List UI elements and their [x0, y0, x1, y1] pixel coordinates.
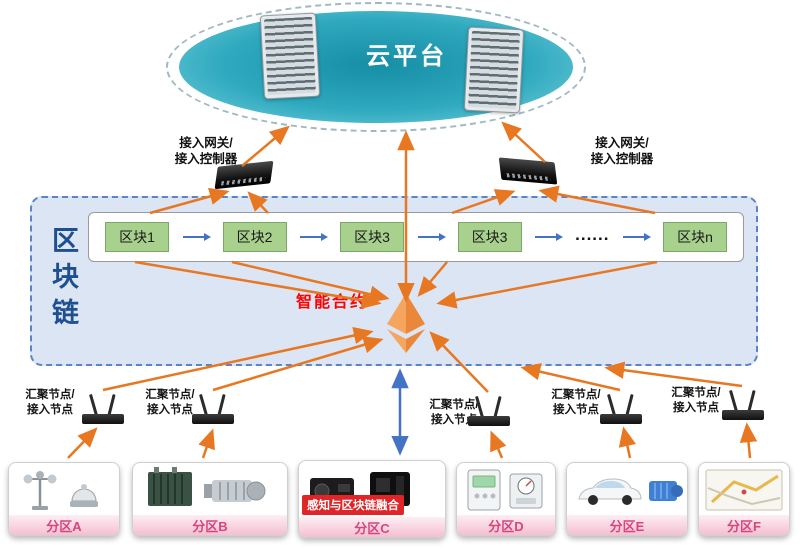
block-arrow-icon	[182, 235, 209, 239]
block-arrow-icon	[417, 235, 444, 239]
partition-label: 分区D	[457, 515, 555, 535]
partition-label: 分区B	[133, 515, 287, 535]
partition-label: 分区C	[299, 517, 445, 537]
partition-card-b: 分区B	[132, 462, 288, 536]
smart-contract-label: 智能合约	[296, 294, 369, 311]
fusion-banner: 感知与区块链融合	[302, 495, 404, 515]
router-icon	[598, 390, 644, 426]
server-rack-icon	[463, 26, 525, 114]
aggregation-node-label: 汇聚节点/ 接入节点	[145, 389, 195, 416]
aggregation-node-label: 汇聚节点/ 接入节点	[429, 399, 479, 426]
server-slots	[264, 16, 316, 96]
ethereum-icon	[387, 293, 425, 353]
wind-sensor-icon	[9, 465, 119, 515]
network-switch-icon	[498, 157, 558, 185]
partition-card-f: 分区F	[698, 462, 790, 536]
partition-label: 分区E	[567, 515, 687, 535]
cloud-dashed-ring	[166, 2, 586, 132]
block-n: 区块n	[663, 222, 727, 252]
partition-card-c: 感知与区块链融合 分区C	[298, 460, 446, 538]
server-rack-icon	[259, 12, 321, 100]
partition-label: 分区A	[9, 515, 119, 535]
router-icon	[190, 390, 236, 426]
server-slots	[468, 30, 520, 110]
partition-card-d: 分区D	[456, 462, 556, 536]
router-icon	[720, 386, 766, 422]
block-arrow-icon	[535, 235, 562, 239]
blocks-ellipsis: ......	[575, 224, 610, 244]
aggregation-node-label: 汇聚节点/ 接入节点	[671, 387, 721, 414]
block-3: 区块3	[340, 222, 405, 252]
block-arrow-icon	[623, 235, 650, 239]
partition-card-a: 分区A	[8, 462, 120, 536]
network-switch-icon	[214, 160, 274, 190]
cloud-platform-label: 云平台	[366, 43, 447, 70]
gateway-right-label: 接入网关/ 接入控制器	[590, 136, 654, 166]
router-icon	[80, 390, 126, 426]
partition-label: 分区F	[699, 515, 789, 535]
aggregation-node-label: 汇聚节点/ 接入节点	[25, 389, 75, 416]
transformer-icon	[133, 465, 287, 515]
partition-card-e: 分区E	[566, 462, 688, 536]
ev-car-icon	[567, 465, 687, 515]
router-icon	[466, 392, 512, 428]
block-4: 区块3	[457, 222, 522, 252]
block-1: 区块1	[105, 222, 169, 252]
blockchain-vertical-label: 区块链	[48, 226, 78, 334]
smart-meter-icon	[457, 465, 555, 515]
aggregation-node-label: 汇聚节点/ 接入节点	[551, 389, 601, 416]
gateway-left-label: 接入网关/ 接入控制器	[174, 136, 238, 166]
block-chain-strip: 区块1 区块2 区块3 区块3 ...... 区块n	[88, 212, 744, 262]
map-icon	[699, 465, 789, 515]
block-arrow-icon	[300, 235, 327, 239]
block-2: 区块2	[222, 222, 287, 252]
